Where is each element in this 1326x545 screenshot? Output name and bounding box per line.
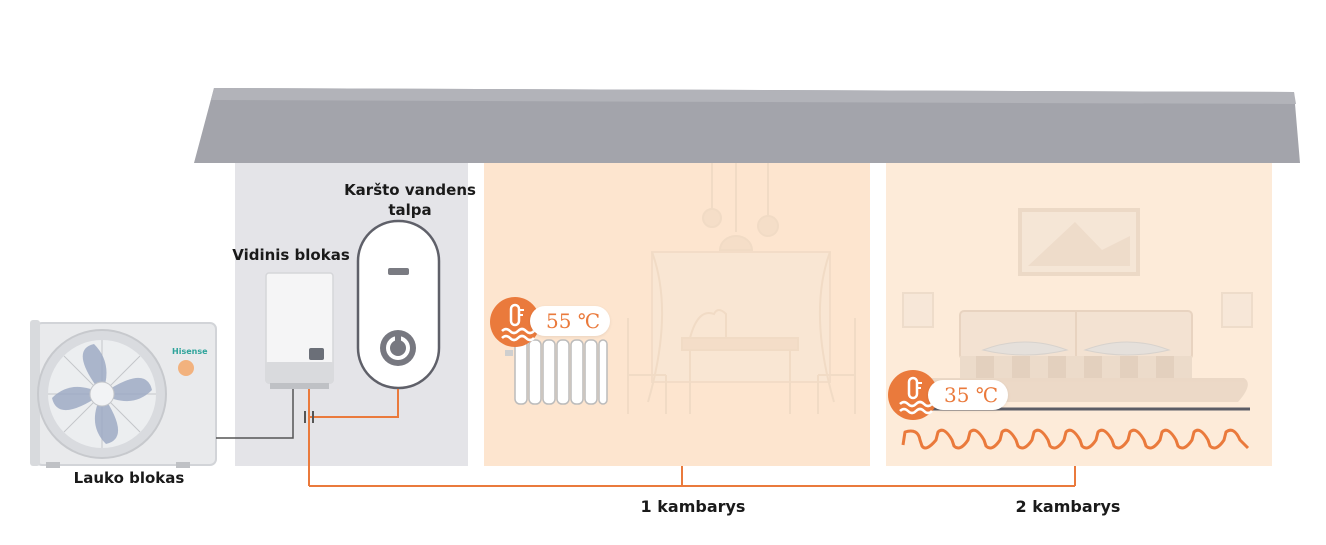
room-2-label: 2 kambarys	[1015, 497, 1121, 516]
room-1-dining-decor	[627, 163, 856, 414]
pipe-valve	[304, 411, 314, 423]
underfloor-heating-coil	[901, 428, 1250, 450]
water-temperature-icon	[888, 370, 938, 420]
hot-water-tank-label: Karšto vandens talpa	[335, 180, 485, 220]
brand-logo-text: Hisense	[172, 347, 208, 356]
room-1-temperature: 55 ℃	[546, 309, 601, 333]
radiator	[505, 339, 608, 405]
indoor-unit	[265, 272, 334, 389]
house-roof	[194, 88, 1300, 163]
room-1-temperature-badge	[530, 306, 610, 336]
outdoor-unit-label: Lauko blokas	[73, 469, 185, 487]
heating-pipes	[308, 389, 1076, 487]
room-1-label: 1 kambarys	[640, 497, 746, 516]
outdoor-unit: Hisense	[30, 320, 217, 468]
hot-water-tank	[356, 219, 441, 390]
control-cable	[216, 388, 294, 439]
room-2-temperature: 35 ℃	[944, 383, 999, 407]
room-2-temperature-badge	[928, 380, 1008, 410]
indoor-unit-label: Vidinis blokas	[232, 246, 350, 264]
roof-highlight	[211, 88, 1296, 104]
hot-water-tank-label-line-1: Karšto vandens	[344, 181, 476, 199]
hot-water-tank-label-line-2: talpa	[388, 201, 432, 219]
water-temperature-icon	[490, 297, 540, 347]
